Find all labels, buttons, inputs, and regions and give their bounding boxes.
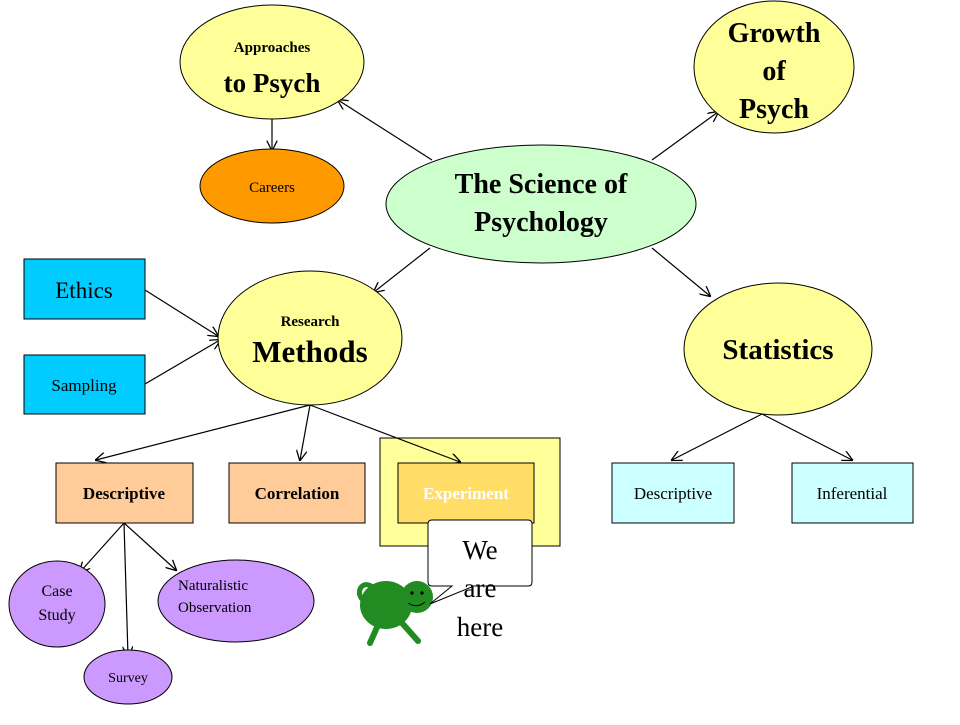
case-study-line2: Study: [38, 607, 75, 624]
arrow-statistics-to-descriptive: [672, 413, 763, 460]
arrow-descriptive-to-survey: [124, 522, 128, 656]
arrow-ethics-to-research: [144, 289, 218, 336]
arrow-statistics-to-inferential: [761, 413, 852, 460]
node-inferential[interactable]: Inferential: [791, 462, 914, 524]
callout-line3: here: [457, 612, 503, 642]
survey-label: Survey: [108, 671, 148, 686]
correlation-label: Correlation: [255, 484, 340, 503]
node-correlation[interactable]: Correlation: [228, 462, 366, 524]
arrow-descriptive-to-naturalistic: [123, 522, 176, 570]
callout-line1: We: [462, 535, 497, 565]
naturalistic-line1: Naturalistic: [178, 578, 248, 594]
node-statistics[interactable]: Statistics: [683, 282, 873, 416]
node-descriptive-method[interactable]: Descriptive: [55, 462, 194, 524]
approaches-line1: Approaches: [234, 40, 311, 56]
descriptive-stats-label: Descriptive: [634, 484, 712, 503]
connectors: [80, 100, 852, 656]
approaches-line2: to Psych: [224, 68, 321, 98]
node-case-study[interactable]: Case Study: [8, 560, 106, 648]
arrow-science-to-statistics: [651, 247, 710, 296]
science-line1: The Science of: [455, 169, 628, 200]
node-growth-of-psych[interactable]: Growth of Psych: [693, 0, 855, 134]
inferential-label: Inferential: [817, 484, 888, 503]
naturalistic-line2: Observation: [178, 600, 252, 616]
callout-line2: are: [464, 573, 497, 603]
green-creature-icon: [356, 581, 433, 646]
arrow-science-to-approaches: [338, 100, 433, 161]
node-approaches-to-psych[interactable]: Approaches to Psych: [179, 4, 365, 120]
node-experiment[interactable]: Experiment: [397, 462, 535, 524]
node-naturalistic-observation[interactable]: Naturalistic Observation: [157, 559, 315, 643]
node-careers[interactable]: Careers: [199, 148, 345, 224]
case-study-line1: Case: [41, 583, 72, 600]
we-are-here-callout: We are here: [427, 519, 533, 642]
ethics-label: Ethics: [55, 278, 113, 303]
arrow-research-to-experiment: [309, 404, 460, 462]
statistics-label: Statistics: [722, 334, 833, 366]
research-line2: Methods: [252, 334, 367, 369]
node-sampling[interactable]: Sampling: [23, 354, 146, 415]
node-ethics[interactable]: Ethics: [23, 258, 146, 320]
arrow-science-to-growth: [651, 112, 718, 161]
arrow-science-to-research: [374, 247, 431, 292]
node-science-of-psychology[interactable]: The Science of Psychology: [385, 144, 697, 264]
growth-line2: of: [762, 56, 786, 87]
arrow-descriptive-to-case-study: [80, 522, 125, 572]
node-research-methods[interactable]: Research Methods: [217, 270, 403, 406]
science-line2: Psychology: [474, 207, 608, 238]
node-survey[interactable]: Survey: [83, 649, 173, 705]
experiment-label: Experiment: [423, 484, 509, 503]
growth-line1: Growth: [728, 18, 821, 49]
descriptive-method-label: Descriptive: [83, 484, 166, 503]
arrow-research-to-descriptive: [96, 404, 311, 460]
research-line1: Research: [281, 314, 341, 330]
careers-label: Careers: [249, 180, 295, 196]
sampling-label: Sampling: [51, 376, 117, 395]
growth-line3: Psych: [739, 94, 809, 125]
arrow-research-to-correlation: [300, 404, 311, 460]
node-descriptive-stats[interactable]: Descriptive: [611, 462, 735, 524]
arrow-sampling-to-research: [144, 340, 220, 385]
